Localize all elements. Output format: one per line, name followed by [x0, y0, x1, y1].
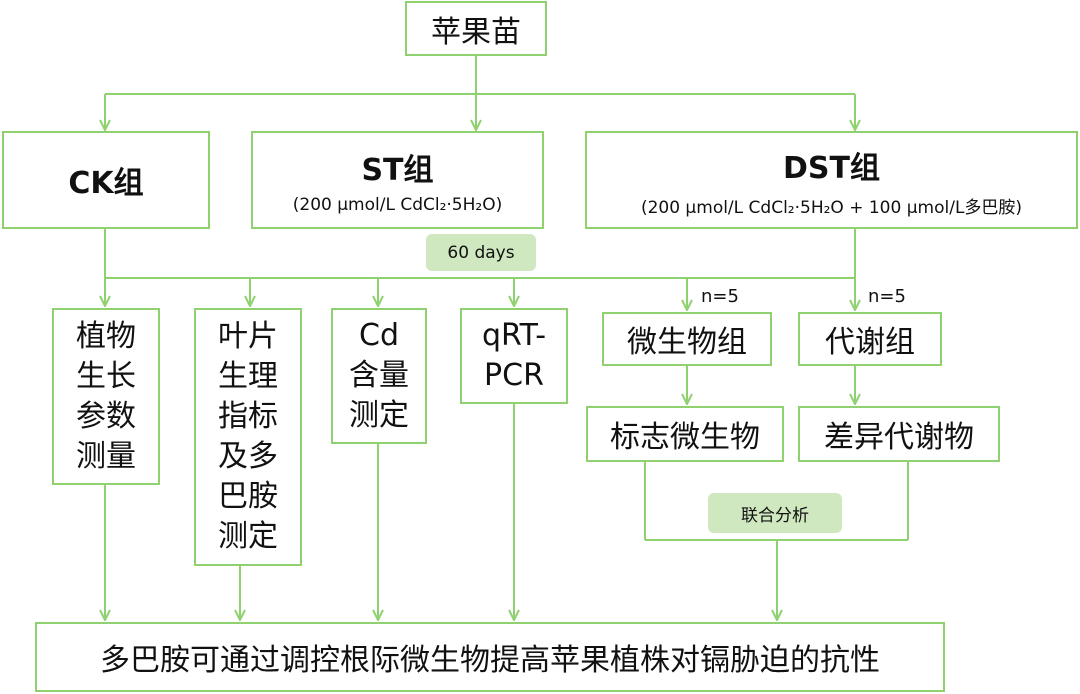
st-group-title: ST组: [361, 153, 434, 188]
ck-group-box: CK组: [2, 131, 210, 229]
cd-content-box: Cd 含量 测定: [331, 308, 427, 444]
growth-measure-box: 植物 生长 参数 测量: [52, 308, 160, 485]
dst-group-condition: (200 μmol/L CdCl₂·5H₂O + 100 μmol/L多巴胺): [640, 197, 1023, 218]
marker-microbe-label: 标志微生物: [610, 420, 760, 455]
microbiome-label: 微生物组: [627, 325, 747, 360]
duration-label: 60 days: [447, 242, 515, 263]
diff-metabolite-box: 差异代谢物: [798, 406, 1000, 462]
metab-n-label: n=5: [868, 286, 906, 307]
marker-microbe-box: 标志微生物: [586, 406, 784, 462]
growth-measure-label: 植物 生长 参数 测量: [76, 318, 136, 474]
metabolome-label: 代谢组: [825, 325, 915, 360]
leaf-physiology-box: 叶片 生理 指标 及多 巴胺 测定: [194, 308, 302, 566]
dst-group-box: DST组 (200 μmol/L CdCl₂·5H₂O + 100 μmol/L…: [585, 131, 1078, 229]
st-group-box: ST组 (200 μmol/L CdCl₂·5H₂O): [251, 131, 544, 229]
micro-n-label: n=5: [701, 286, 739, 307]
joint-analysis-badge: 联合分析: [708, 493, 842, 533]
qrt-pcr-box: qRT- PCR: [460, 308, 568, 404]
root-label: 苹果苗: [431, 14, 521, 50]
st-group-condition: (200 μmol/L CdCl₂·5H₂O): [292, 195, 503, 215]
joint-analysis-label: 联合分析: [741, 505, 809, 526]
dst-group-title: DST组: [783, 150, 880, 186]
microbiome-box: 微生物组: [602, 312, 772, 366]
conclusion-box: 多巴胺可通过调控根际微生物提高苹果植株对镉胁迫的抗性: [35, 622, 945, 692]
cd-content-label: Cd 含量 测定: [349, 318, 409, 433]
qrt-pcr-label: qRT- PCR: [481, 318, 547, 393]
root-node: 苹果苗: [405, 1, 547, 56]
leaf-physiology-label: 叶片 生理 指标 及多 巴胺 测定: [218, 319, 278, 554]
ck-group-title: CK组: [68, 166, 144, 201]
diff-metabolite-label: 差异代谢物: [824, 420, 974, 455]
conclusion-label: 多巴胺可通过调控根际微生物提高苹果植株对镉胁迫的抗性: [100, 643, 880, 678]
metabolome-box: 代谢组: [798, 312, 942, 366]
duration-badge: 60 days: [426, 234, 536, 271]
